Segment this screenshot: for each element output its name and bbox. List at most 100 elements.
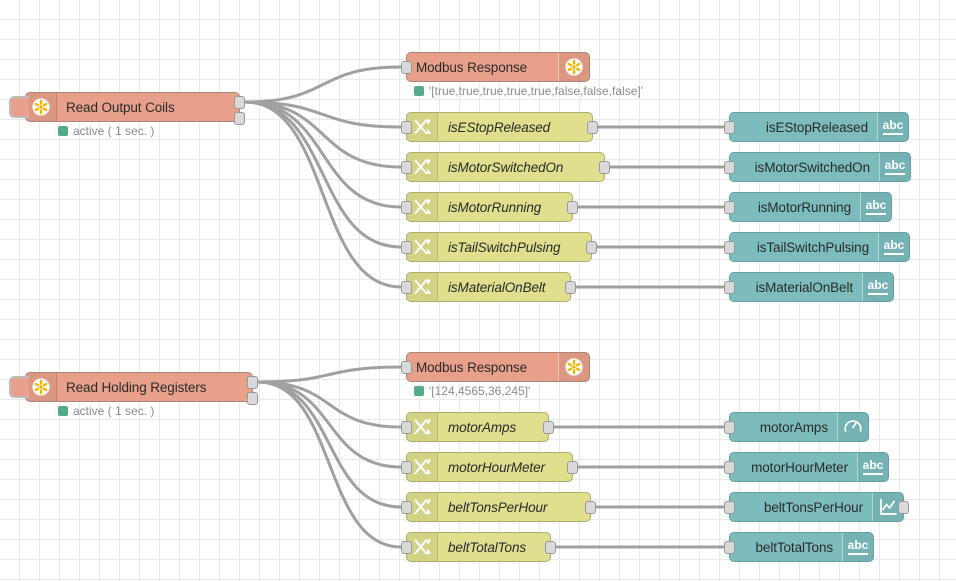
inject-button-face (14, 380, 27, 394)
status-dot-icon (414, 386, 424, 396)
node-function-is-motor-running[interactable]: isMotorRunning (401, 192, 578, 222)
node-dashboard-is-estop-released[interactable]: isEStopReleased abc (724, 112, 909, 142)
node-label: motorAmps (448, 419, 517, 435)
status-text: '[true,true,true,true,true,false,false,f… (429, 84, 644, 98)
abc-text-icon: abc (862, 273, 893, 301)
output-port[interactable] (585, 501, 596, 514)
modbus-asterisk-icon (558, 53, 589, 81)
status-dot-icon (414, 86, 424, 96)
node-function-motor-amps[interactable]: motorAmps (401, 412, 554, 442)
node-label: Read Output Coils (66, 99, 175, 115)
abc-text-icon: abc (842, 533, 873, 561)
input-port[interactable] (724, 201, 735, 214)
node-modbus-response-coils[interactable]: Modbus Response (401, 52, 590, 82)
output-port-2[interactable] (247, 392, 258, 405)
abc-text-icon: abc (879, 153, 910, 181)
input-port[interactable] (401, 541, 412, 554)
input-port[interactable] (401, 361, 412, 374)
input-port[interactable] (401, 121, 412, 134)
input-port[interactable] (724, 421, 735, 434)
abc-text-icon: abc (857, 453, 888, 481)
output-port[interactable] (565, 281, 576, 294)
input-port[interactable] (401, 241, 412, 254)
node-label: motorHourMeter (751, 459, 848, 475)
input-port[interactable] (401, 281, 412, 294)
input-port[interactable] (401, 61, 412, 74)
input-port[interactable] (724, 461, 735, 474)
node-dashboard-belt-tons-per-hour[interactable]: beltTonsPerHour (724, 492, 909, 522)
node-label: beltTotalTons (448, 539, 527, 555)
function-icon (407, 193, 438, 221)
input-port[interactable] (724, 501, 735, 514)
output-port-2[interactable] (234, 112, 245, 125)
node-label: isTailSwitchPulsing (448, 239, 561, 255)
node-dashboard-is-motor-switched-on[interactable]: isMotorSwitchedOn abc (724, 152, 911, 182)
node-label: isMotorRunning (757, 199, 851, 215)
output-port-1[interactable] (234, 96, 245, 109)
function-icon (407, 413, 438, 441)
node-dashboard-belt-total-tons[interactable]: beltTotalTons abc (724, 532, 874, 562)
node-label: motorHourMeter (448, 459, 545, 475)
inject-button-face (14, 100, 27, 114)
input-port[interactable] (724, 541, 735, 554)
output-port[interactable] (599, 161, 610, 174)
node-function-is-estop-released[interactable]: isEStopReleased (401, 112, 598, 142)
input-port[interactable] (401, 421, 412, 434)
input-port[interactable] (401, 501, 412, 514)
output-port[interactable] (587, 121, 598, 134)
node-dashboard-is-motor-running[interactable]: isMotorRunning abc (724, 192, 892, 222)
node-label: beltTonsPerHour (763, 499, 863, 515)
node-modbus-response-registers[interactable]: Modbus Response (401, 352, 590, 382)
output-port[interactable] (586, 241, 597, 254)
function-icon (407, 113, 438, 141)
node-function-is-motor-switched-on[interactable]: isMotorSwitchedOn (401, 152, 610, 182)
node-function-is-material-on-belt[interactable]: isMaterialOnBelt (401, 272, 576, 302)
status-dot-icon (58, 406, 68, 416)
node-label: Modbus Response (416, 59, 528, 75)
gauge-icon (837, 413, 868, 441)
status-modbus-response-coils: '[true,true,true,true,true,false,false,f… (414, 85, 643, 97)
input-port[interactable] (401, 201, 412, 214)
modbus-asterisk-icon (558, 353, 589, 381)
node-label: isEStopReleased (765, 119, 868, 135)
function-icon (407, 493, 438, 521)
function-icon (407, 153, 438, 181)
node-label: Read Holding Registers (66, 379, 207, 395)
node-function-is-tail-switch-pulsing[interactable]: isTailSwitchPulsing (401, 232, 597, 262)
output-port[interactable] (567, 201, 578, 214)
output-port[interactable] (545, 541, 556, 554)
input-port[interactable] (724, 161, 735, 174)
abc-text-icon: abc (860, 193, 891, 221)
node-label: isMotorSwitchedOn (448, 159, 564, 175)
status-text: active ( 1 sec. ) (73, 404, 155, 418)
node-label: isMotorRunning (448, 199, 542, 215)
abc-text-icon: abc (877, 113, 908, 141)
node-dashboard-motor-hour-meter[interactable]: motorHourMeter abc (724, 452, 889, 482)
output-port[interactable] (543, 421, 554, 434)
node-function-belt-total-tons[interactable]: beltTotalTons (401, 532, 556, 562)
node-read-holding-registers[interactable]: Read Holding Registers (9, 372, 258, 405)
status-modbus-response-registers: '[124,4565,36,245]' (414, 385, 530, 397)
inject-button-read-output-coils[interactable] (9, 96, 29, 118)
input-port[interactable] (401, 161, 412, 174)
output-port-1[interactable] (247, 376, 258, 389)
node-function-belt-tons-per-hour[interactable]: beltTonsPerHour (401, 492, 596, 522)
input-port[interactable] (724, 121, 735, 134)
input-port[interactable] (401, 461, 412, 474)
node-label: isMotorSwitchedOn (754, 159, 870, 175)
function-icon (407, 233, 438, 261)
node-read-output-coils[interactable]: Read Output Coils (9, 92, 245, 125)
node-dashboard-motor-amps[interactable]: motorAmps (724, 412, 869, 442)
output-port[interactable] (898, 501, 909, 514)
inject-button-read-holding-registers[interactable] (9, 376, 29, 398)
output-port[interactable] (567, 461, 578, 474)
input-port[interactable] (724, 281, 735, 294)
node-function-motor-hour-meter[interactable]: motorHourMeter (401, 452, 578, 482)
node-label: beltTotalTons (755, 539, 834, 555)
input-port[interactable] (724, 241, 735, 254)
node-label: isEStopReleased (448, 119, 551, 135)
modbus-asterisk-icon (26, 93, 57, 121)
